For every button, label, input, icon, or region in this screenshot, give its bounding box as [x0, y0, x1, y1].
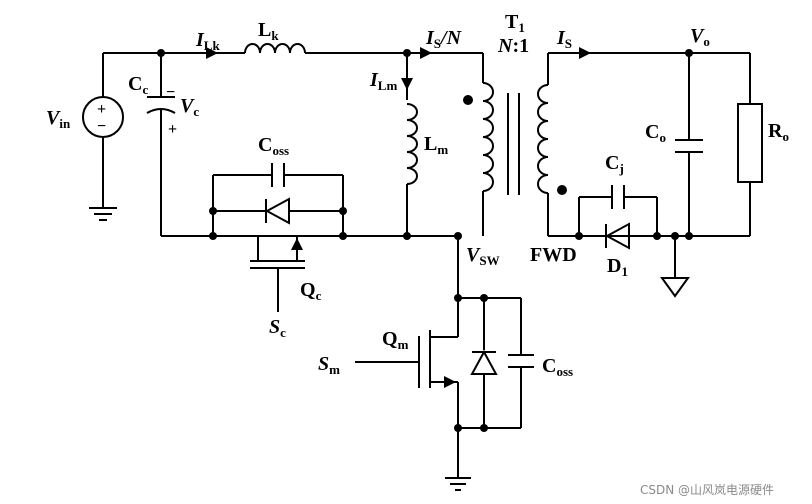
transformer-secondary	[537, 84, 549, 194]
label-cj: Cj	[605, 152, 624, 176]
label-is-over-n: IS/N	[425, 27, 463, 51]
cap-plus-sign: +	[168, 121, 177, 138]
inductor-lk	[244, 43, 306, 54]
label-lk: Lk	[258, 19, 279, 43]
qm-source-arrow-icon	[444, 376, 456, 388]
capacitor-cc	[146, 53, 176, 236]
source-plus-sign: +	[97, 101, 106, 118]
label-lm: Lm	[424, 133, 448, 157]
label-t1: T1	[505, 11, 525, 35]
inductor-lm	[406, 103, 418, 185]
is-arrow-icon	[579, 47, 591, 59]
junction-dot	[403, 49, 411, 57]
primary-polarity-dot	[463, 95, 473, 105]
label-qc: Qc	[300, 279, 322, 303]
label-vc: Vc	[180, 95, 199, 119]
resistor-ro	[737, 53, 763, 236]
is-n-arrow-icon	[420, 47, 432, 59]
transformer-primary	[482, 82, 494, 192]
label-d1: D1	[607, 255, 628, 279]
label-sm: Sm	[318, 353, 340, 377]
label-cc: Cc	[128, 73, 148, 97]
ground-symbol-output	[660, 232, 690, 298]
ilk-arrow-icon	[206, 47, 218, 59]
label-ilk: ILk	[195, 29, 220, 53]
label-ilm: ILm	[369, 69, 397, 93]
secondary-polarity-dot	[557, 185, 567, 195]
label-is: IS	[556, 27, 572, 51]
capacitor-co	[675, 49, 703, 240]
label-vo: Vo	[690, 25, 710, 49]
label-co: Co	[645, 121, 666, 145]
label-coss-clamp: Coss	[258, 134, 289, 158]
mosfet-qc	[250, 236, 305, 312]
source-minus-sign: −	[97, 118, 106, 135]
coss-clamp-branch	[209, 163, 347, 240]
label-qm: Qm	[382, 328, 409, 352]
ground-symbol-main	[445, 428, 471, 491]
label-turns-ratio: N:1	[497, 35, 529, 57]
qm-body-diode-and-coss	[454, 298, 534, 432]
label-sc: Sc	[269, 316, 286, 340]
qc-body-arrow-icon	[291, 238, 303, 250]
junction-dot	[403, 232, 411, 240]
input-voltage-source: + −	[82, 53, 124, 208]
label-vin: Vin	[46, 107, 71, 131]
diode-d1-branch	[575, 185, 661, 250]
label-ro: Ro	[768, 120, 789, 144]
top-wire	[103, 52, 484, 83]
label-coss-main: Coss	[542, 355, 573, 379]
mosfet-qm	[355, 298, 459, 428]
label-fwd: FWD	[530, 244, 577, 266]
ground-symbol-input	[89, 207, 117, 221]
ilm-arrow-icon	[401, 78, 413, 90]
cap-minus-sign: −	[166, 84, 175, 101]
watermark: CSDN @山风岚电源硬件	[640, 483, 774, 497]
label-vsw: VSW	[466, 244, 500, 268]
